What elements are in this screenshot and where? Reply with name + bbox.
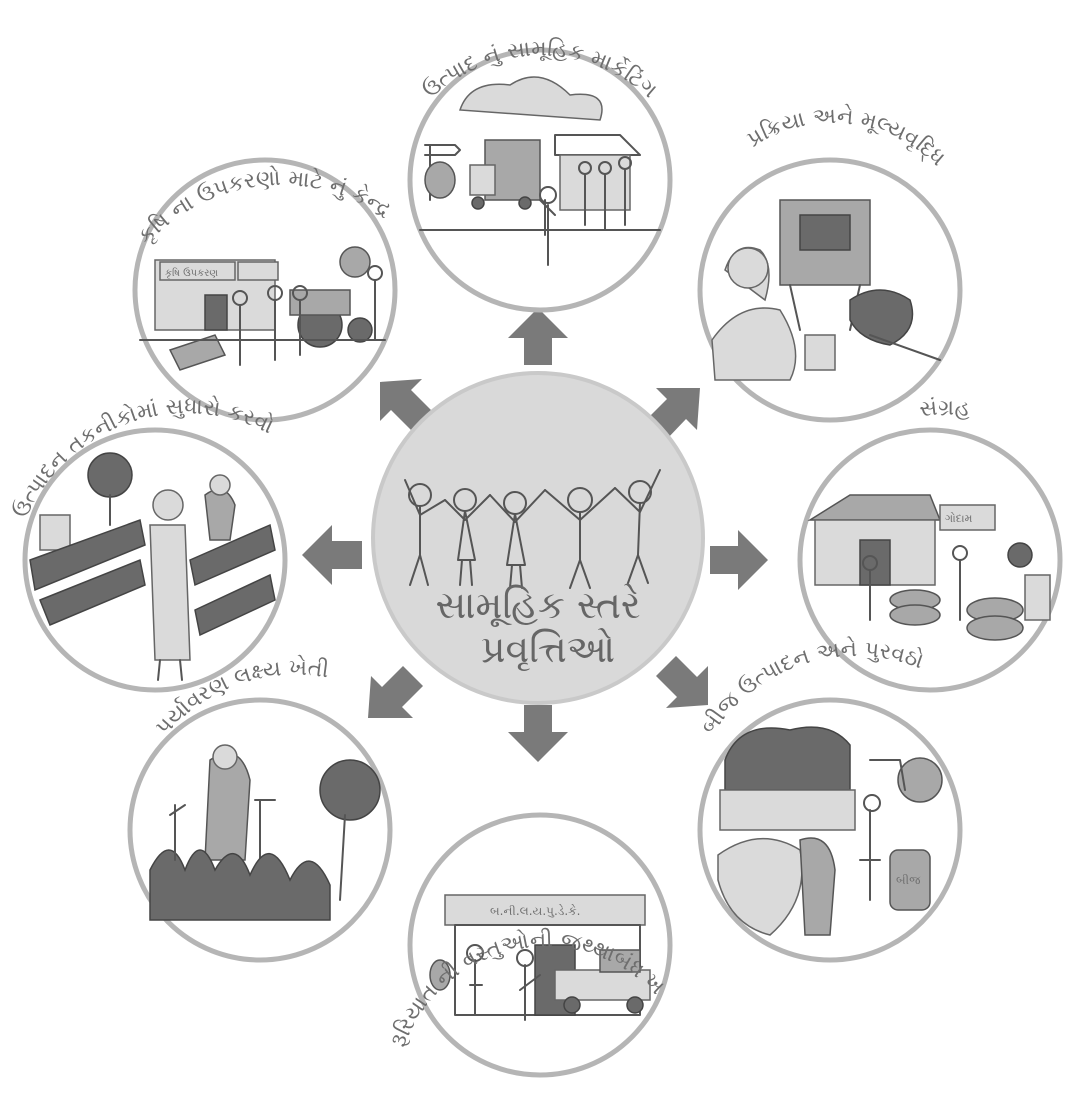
activity-seed[interactable]: બીજ (697, 697, 963, 963)
storage-scene-icon: ગોદામ (807, 494, 1051, 641)
arrow-down-left-icon (368, 666, 423, 718)
bulk-scene-icon: બ.ની.લ.ય.પુ.ડે.કે. (429, 894, 651, 1021)
bulk-shop-sign: બ.ની.લ.ય.પુ.ડે.કે. (490, 904, 580, 918)
marketing-scene-icon (419, 76, 661, 266)
arrow-left-icon (302, 525, 362, 585)
eco-scene-icon (149, 744, 381, 921)
equipment-shop-sign: કૃષિ ઉપકરણ (165, 267, 218, 279)
people-holding-hands-icon (404, 469, 661, 589)
activity-techniques[interactable] (22, 427, 288, 693)
activity-eco[interactable] (127, 697, 393, 963)
activity-processing[interactable] (697, 157, 963, 423)
center-hub: સામૂહિક સ્તરે પ્રવૃત્તિઓ (371, 371, 705, 705)
center-title-line1: સામૂહિક સ્તરે (435, 583, 640, 628)
arrow-right-icon (710, 530, 768, 590)
arrow-up-icon (508, 308, 568, 365)
equipment-scene-icon: કૃષિ ઉપકરણ (139, 246, 386, 371)
techniques-scene-icon (29, 452, 276, 681)
label-storage: સંગ્રહ (918, 395, 972, 422)
activity-storage[interactable]: ગોદામ (797, 427, 1063, 693)
arrow-down-icon (508, 705, 568, 762)
arrow-up-left-icon (380, 379, 432, 431)
activity-marketing[interactable] (407, 47, 673, 313)
arrow-down-right-icon (656, 656, 708, 708)
center-title-line2: પ્રવૃત્તિઓ (481, 627, 615, 671)
seed-scene-icon: બીજ (717, 726, 943, 936)
activity-bulk[interactable]: બ.ની.લ.ય.પુ.ડે.કે. (407, 812, 673, 1078)
processing-scene-icon (711, 199, 941, 381)
activity-equipment[interactable]: કૃષિ ઉપકરણ (132, 157, 398, 423)
storage-shop-sign: ગોદામ (945, 512, 973, 525)
seed-bag-label: બીજ (896, 873, 921, 887)
